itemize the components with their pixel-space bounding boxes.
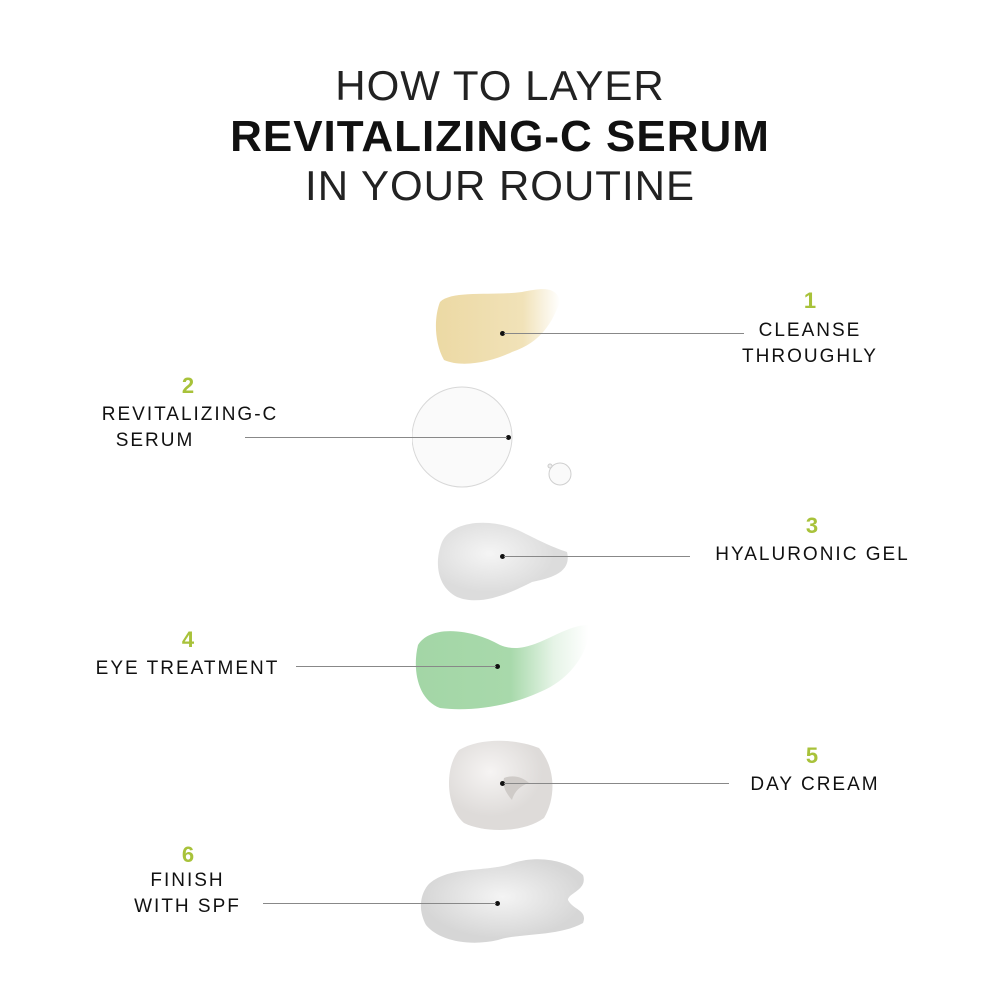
step-2-connector-line [245, 437, 507, 438]
step-2-number: 2 [181, 373, 195, 398]
title-line-2: REVITALIZING-C SERUM [230, 112, 770, 161]
title-line-1: HOW TO LAYER [335, 62, 665, 109]
step-1-label: CLEANSE THROUGHLY [742, 320, 878, 367]
step-6-connector-line [263, 903, 496, 904]
step-6-pointer-dot [495, 901, 500, 906]
clear-serum-drop [412, 386, 572, 488]
step-1-connector-line [504, 333, 744, 334]
step-6-number: 6 [181, 842, 195, 867]
step-1-number: 1 [803, 288, 817, 313]
step-5-pointer-dot [500, 781, 505, 786]
step-1-pointer-dot [500, 331, 505, 336]
step-4-number: 4 [181, 627, 195, 652]
white-spf-swatch [420, 859, 585, 943]
step-2-label: REVITALIZING-C SERUM [101, 404, 279, 451]
step-6-label: FINISH WITH SPF [134, 870, 241, 917]
green-eye-treatment-swatch [415, 625, 589, 710]
step-2-pointer-dot [506, 435, 511, 440]
step-4-connector-line [296, 666, 496, 667]
step-5-label: DAY CREAM [750, 774, 880, 795]
step-3-number: 3 [805, 513, 819, 538]
step-5-connector-line [504, 783, 729, 784]
step-3-label: HYALURONIC GEL [715, 544, 910, 565]
white-gel-swatch [437, 522, 568, 601]
step-5-number: 5 [805, 743, 819, 768]
step-3-connector-line [504, 556, 690, 557]
step-3-pointer-dot [500, 554, 505, 559]
step-4-label: EYE TREATMENT [95, 658, 280, 679]
beige-cleanser-swatch [435, 289, 560, 364]
title-line-3: IN YOUR ROUTINE [305, 162, 695, 209]
step-4-pointer-dot [495, 664, 500, 669]
